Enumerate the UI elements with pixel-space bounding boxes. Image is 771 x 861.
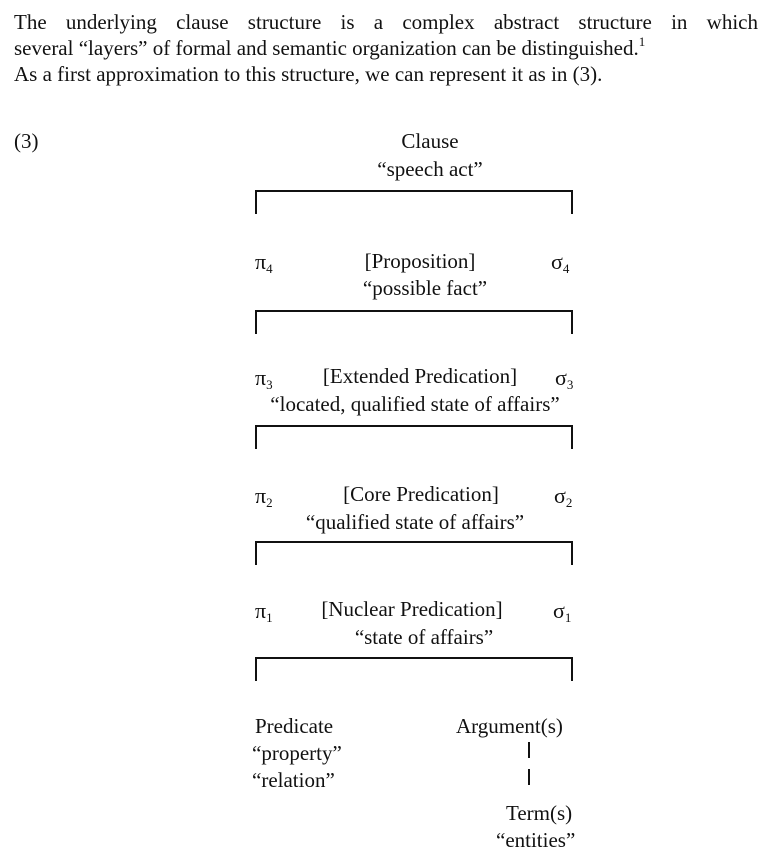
core-predication-label: [Core Predication] — [343, 482, 499, 506]
pi-2-symbol: π — [255, 483, 267, 508]
pi-1-operator: π1 — [255, 598, 273, 624]
arguments-label: Argument(s) — [456, 714, 563, 738]
sigma-1-operator: σ1 — [553, 598, 571, 624]
argument-term-connector-lower — [528, 769, 530, 785]
pi-3-index: 3 — [266, 377, 273, 392]
nuclear-predication-label: [Nuclear Predication] — [321, 597, 503, 621]
core-predication-bracket — [255, 541, 573, 565]
sigma-4-symbol: σ — [551, 249, 563, 274]
argument-term-connector-upper — [528, 742, 530, 758]
intro-line-2: several “layers” of formal and semantic … — [14, 35, 758, 61]
intro-line-3-text: As a first approximation to this structu… — [14, 62, 603, 86]
intro-line-2-text: several “layers” of formal and semantic … — [14, 36, 639, 60]
nuclear-predication-gloss: “state of affairs” — [354, 625, 494, 649]
clause-label: Clause — [401, 129, 459, 153]
pi-4-symbol: π — [255, 249, 267, 274]
sigma-2-operator: σ2 — [554, 483, 572, 509]
sigma-2-symbol: σ — [554, 483, 566, 508]
predicate-label: Predicate — [255, 714, 334, 738]
sigma-2-index: 2 — [565, 495, 573, 510]
pi-2-index: 2 — [266, 495, 273, 510]
clause-bracket — [255, 190, 573, 214]
pi-4-index: 4 — [266, 261, 273, 276]
nuclear-predication-bracket — [255, 657, 573, 681]
proposition-gloss: “possible fact” — [362, 276, 488, 300]
terms-label: Term(s) — [506, 801, 573, 825]
pi-2-operator: π2 — [255, 483, 273, 509]
pi-3-symbol: π — [255, 365, 267, 390]
clause-gloss: “speech act” — [377, 157, 483, 181]
predicate-gloss-relation: “relation” — [252, 768, 335, 792]
sigma-3-operator: σ3 — [555, 365, 573, 391]
core-predication-gloss: “qualified state of affairs” — [305, 510, 525, 534]
intro-line-3: As a first approximation to this structu… — [14, 61, 758, 87]
pi-1-index: 1 — [266, 610, 273, 625]
extended-predication-label: [Extended Predication] — [322, 364, 518, 388]
pi-1-symbol: π — [255, 598, 267, 623]
extended-predication-bracket — [255, 425, 573, 449]
pi-4-operator: π4 — [255, 249, 273, 275]
terms-gloss: “entities” — [496, 828, 576, 852]
proposition-label: [Proposition] — [364, 249, 476, 273]
sigma-4-index: 4 — [562, 261, 570, 276]
pi-3-operator: π3 — [255, 365, 273, 391]
extended-predication-gloss: “located, qualified state of affairs” — [270, 392, 560, 416]
intro-line-1: The underlying clause structure is a com… — [14, 9, 758, 35]
sigma-3-index: 3 — [566, 377, 574, 392]
sigma-1-index: 1 — [564, 610, 572, 625]
proposition-bracket — [255, 310, 573, 334]
sigma-1-symbol: σ — [553, 598, 565, 623]
example-number: (3) — [14, 129, 39, 153]
footnote-mark: 1 — [638, 34, 646, 49]
sigma-4-operator: σ4 — [551, 249, 569, 275]
sigma-3-symbol: σ — [555, 365, 567, 390]
intro-line-1-text: The underlying clause structure is a com… — [14, 10, 758, 34]
predicate-gloss-property: “property” — [252, 741, 342, 765]
